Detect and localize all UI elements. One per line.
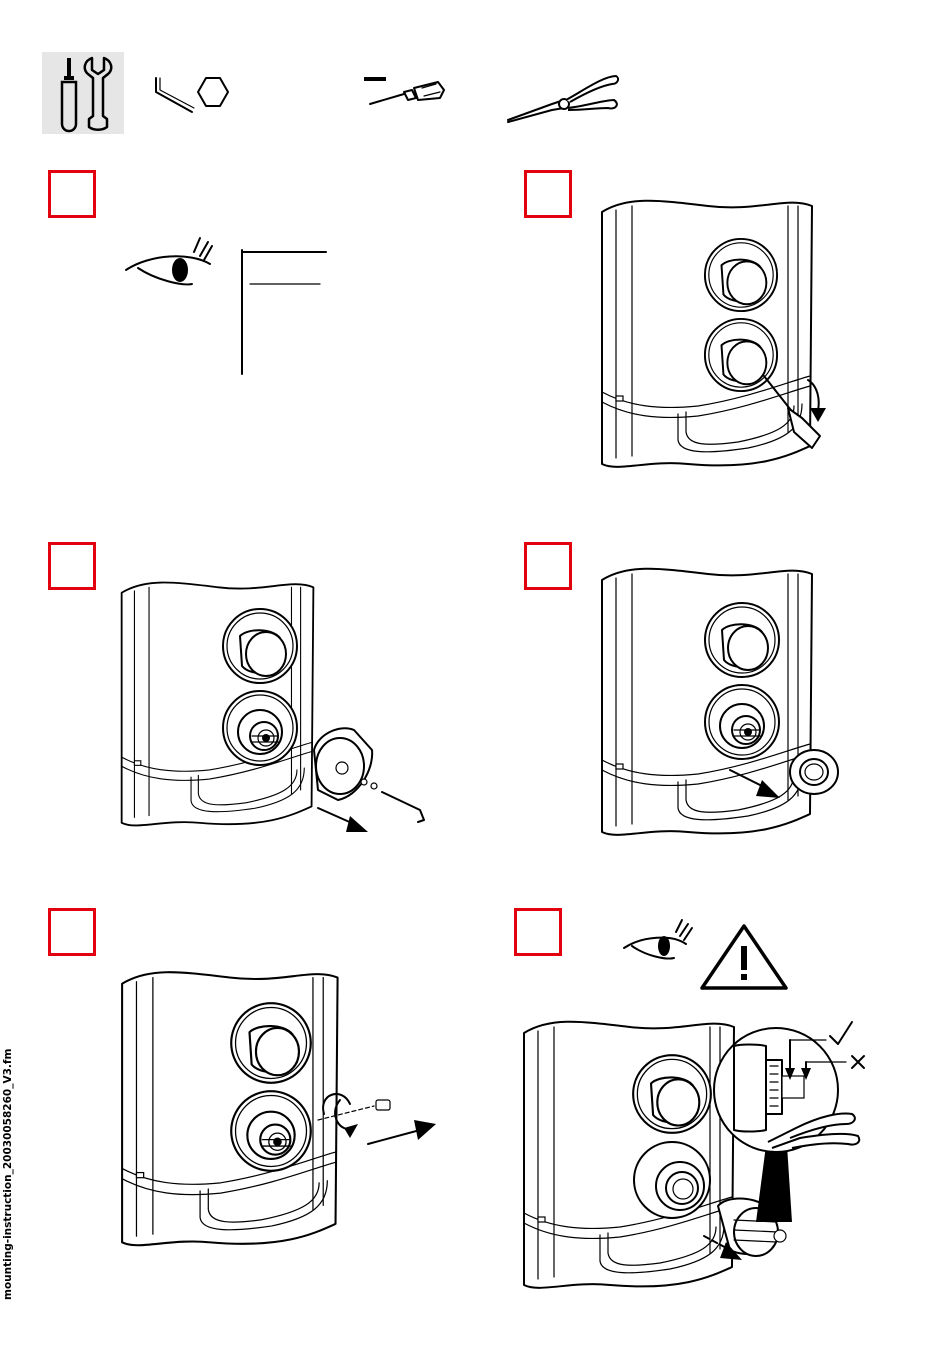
- step-6-illustration: [520, 1010, 880, 1310]
- thermostat-panel: [602, 569, 812, 835]
- thermostat-panel: [602, 201, 812, 467]
- detail-magnifier: [714, 1028, 846, 1152]
- tools-icon: [42, 52, 124, 134]
- eye-icon: [624, 920, 692, 959]
- hex-key-icon: [361, 779, 424, 822]
- step-box-2: [524, 170, 572, 218]
- upper-knob: [705, 603, 779, 677]
- step-box-4: [524, 542, 572, 590]
- footer-filename: mounting-instruction_20030058260_V3.fm: [2, 1049, 14, 1300]
- exposed-cartridge: [705, 685, 779, 759]
- upper-knob: [705, 239, 777, 311]
- exposed-cartridge: [231, 1091, 311, 1171]
- pliers-tool: [504, 70, 624, 126]
- hex-key-tool: [150, 70, 230, 120]
- check-mark-icon: [830, 1022, 852, 1044]
- empty-socket: [634, 1142, 710, 1218]
- upper-knob: [633, 1055, 711, 1133]
- pliers-icon: [504, 70, 624, 126]
- flat-screwdriver-tool: [360, 72, 450, 112]
- step-box-5: [48, 908, 96, 956]
- removed-ring: [790, 750, 838, 794]
- step-box-3: [48, 542, 96, 590]
- step-2-illustration: [598, 196, 848, 481]
- step-box-1: [48, 170, 96, 218]
- step-6-header-icons: [620, 916, 800, 996]
- exposed-cartridge: [223, 691, 297, 765]
- step-1-illustration: [120, 230, 340, 380]
- flat-screwdriver-icon: [360, 72, 450, 112]
- hex-key-icon: [150, 70, 230, 120]
- thermostat-panel: [122, 972, 337, 1245]
- step-5-illustration: [118, 964, 448, 1264]
- step-3-illustration: [118, 570, 438, 850]
- removed-handle: [314, 728, 372, 800]
- warning-icon: [702, 926, 786, 988]
- step-box-6: [514, 908, 562, 956]
- cross-mark-icon: [852, 1056, 864, 1068]
- arrow-out-icon: [318, 808, 368, 832]
- step-4-illustration: [598, 564, 848, 849]
- arrow-right-icon: [368, 1120, 436, 1144]
- tools-panel: [42, 52, 124, 134]
- upper-knob: [223, 609, 297, 683]
- thermostat-panel: [524, 1022, 734, 1288]
- eye-icon: [126, 238, 212, 284]
- upper-knob: [231, 1003, 311, 1083]
- check-callout: [242, 250, 326, 374]
